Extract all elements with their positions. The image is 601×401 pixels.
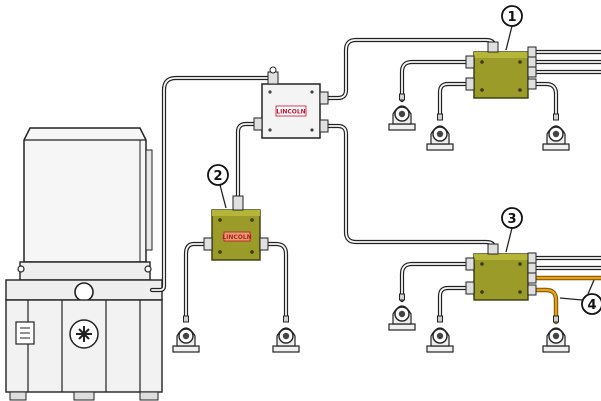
callout-2: 2 xyxy=(207,164,229,209)
bearing-icon xyxy=(426,315,454,353)
bearing-icon xyxy=(542,113,570,151)
callout-3: 3 xyxy=(501,207,523,253)
pump-unit xyxy=(5,127,163,401)
brand-label: LINCOLN xyxy=(276,109,305,116)
bearing-icon xyxy=(172,315,200,353)
bearing-icon xyxy=(272,315,300,353)
bearing-icon xyxy=(388,93,416,131)
distributor-block-2: LINCOLN xyxy=(203,195,269,261)
brand-label-2: LINCOLN xyxy=(222,234,251,241)
distributor-block-3 xyxy=(465,243,537,301)
lube-lines xyxy=(149,37,601,325)
bearing-icon xyxy=(426,113,454,151)
callout-4: 4 xyxy=(559,279,601,315)
callout-number: 1 xyxy=(507,10,516,25)
main-distributor-block: LINCOLN xyxy=(253,66,329,139)
distributor-block-1 xyxy=(465,41,537,99)
callout-number: 3 xyxy=(507,212,516,227)
callout-number: 2 xyxy=(213,169,222,184)
callout-1: 1 xyxy=(501,5,523,51)
bearing-icon xyxy=(542,315,570,353)
bearing-icon xyxy=(388,293,416,331)
callout-number: 4 xyxy=(587,298,596,313)
